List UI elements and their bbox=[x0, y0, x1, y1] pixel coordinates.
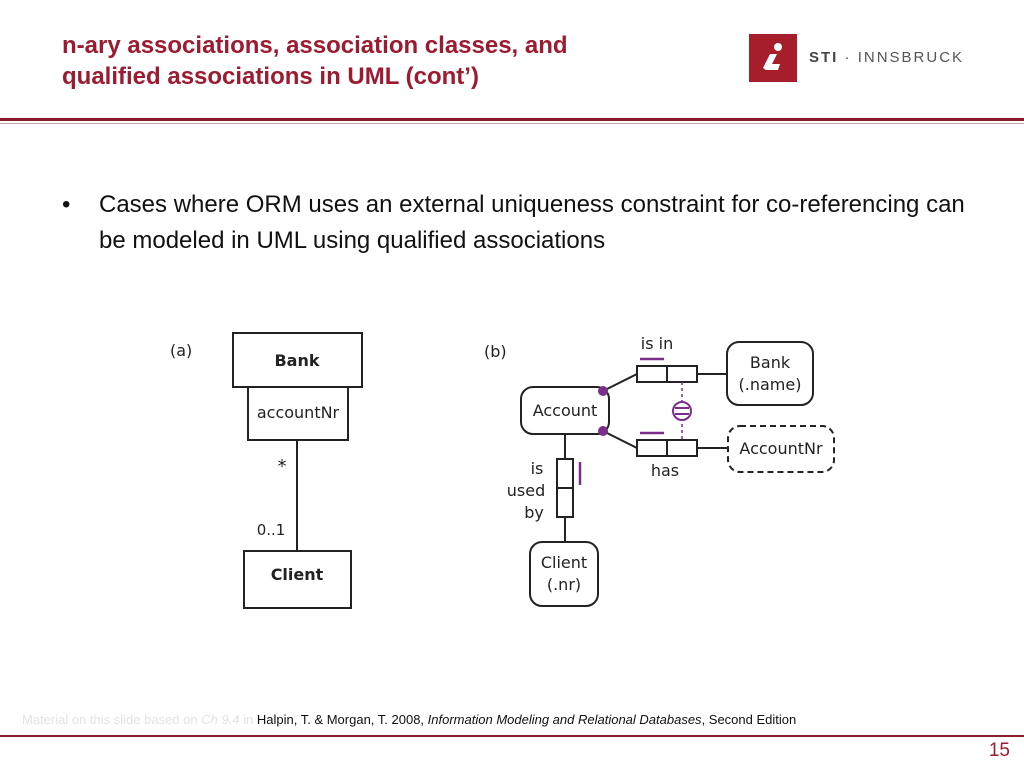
is-in-role-1 bbox=[636, 365, 668, 383]
has-role-1 bbox=[636, 439, 668, 457]
footer-edition: , Second Edition bbox=[701, 712, 797, 727]
footer-faint-in: in bbox=[239, 712, 257, 727]
mandatory-dot-is-in bbox=[598, 386, 608, 396]
external-uniqueness-icon bbox=[672, 401, 692, 421]
diagram-b: (b) Account Bank (.name) AccountNr Clien… bbox=[484, 334, 835, 607]
bullet-marker: • bbox=[62, 191, 71, 218]
is-in-reading: is in bbox=[641, 334, 673, 353]
slide-title: n-ary associations, association classes,… bbox=[62, 30, 702, 92]
diagram-a: (a) Bank accountNr * 0..1 Client bbox=[170, 332, 363, 609]
used-by-reading-3: by bbox=[524, 503, 544, 522]
footer-book-title: Information Modeling and Relational Data… bbox=[427, 712, 702, 727]
header-rule-thin bbox=[0, 123, 1024, 124]
diagram-b-label: (b) bbox=[484, 342, 507, 361]
client-class-name: Client bbox=[271, 565, 324, 584]
has-role-2 bbox=[666, 439, 698, 457]
footer-rule bbox=[0, 735, 1024, 737]
has-connector-left bbox=[602, 430, 638, 449]
is-in-role-2 bbox=[666, 365, 698, 383]
is-in-connector-left bbox=[602, 373, 638, 392]
bank-entity bbox=[726, 341, 814, 406]
bullet-text: Cases where ORM uses an external uniquen… bbox=[99, 191, 965, 254]
footer-faint-prefix: Material on this slide based on bbox=[22, 712, 202, 727]
client-entity bbox=[529, 541, 599, 607]
used-by-reading-2: used bbox=[507, 481, 545, 500]
accountnr-value-name: AccountNr bbox=[739, 439, 823, 458]
mandatory-dot-has bbox=[598, 426, 608, 436]
diagram-a-label: (a) bbox=[170, 341, 192, 360]
slide-title-line1: n-ary associations, association classes,… bbox=[62, 32, 568, 59]
sti-logo-icon bbox=[749, 34, 797, 82]
bank-class-name: Bank bbox=[274, 351, 319, 370]
header-rule bbox=[0, 118, 1024, 121]
footer-citation: Material on this slide based on Ch 9.4 i… bbox=[22, 712, 796, 727]
logo-prefix: STI bbox=[809, 49, 839, 66]
footer-faint-ref: Ch 9.4 bbox=[201, 712, 240, 727]
qualifier-box bbox=[247, 386, 349, 441]
multiplicity-many: * bbox=[278, 456, 287, 477]
footer-authors: Halpin, T. & Morgan, T. 2008, bbox=[256, 712, 428, 727]
bank-class-box bbox=[232, 332, 363, 388]
client-entity-refmode: (.nr) bbox=[547, 575, 581, 594]
qualifier-name: accountNr bbox=[257, 403, 340, 422]
used-by-reading-1: is bbox=[531, 459, 544, 478]
bullet-item: • Cases where ORM uses an external unique… bbox=[62, 187, 979, 259]
logo-separator: · bbox=[838, 49, 858, 66]
logo-name: INNSBRUCK bbox=[857, 49, 965, 66]
account-entity-name: Account bbox=[533, 401, 598, 420]
bank-entity-name: Bank bbox=[750, 353, 791, 372]
used-by-role-2 bbox=[556, 487, 574, 518]
multiplicity-zero-one: 0..1 bbox=[257, 521, 286, 539]
client-class-box bbox=[243, 550, 352, 609]
sti-logo-text: STI · INNSBRUCK bbox=[809, 49, 964, 66]
slide-title-line2: qualified associations in UML (cont’) bbox=[62, 63, 479, 90]
used-by-role-1 bbox=[556, 458, 574, 489]
bank-entity-refmode: (.name) bbox=[739, 375, 802, 394]
client-entity-name: Client bbox=[541, 553, 587, 572]
page-number: 15 bbox=[988, 740, 1010, 761]
has-reading: has bbox=[651, 461, 679, 480]
